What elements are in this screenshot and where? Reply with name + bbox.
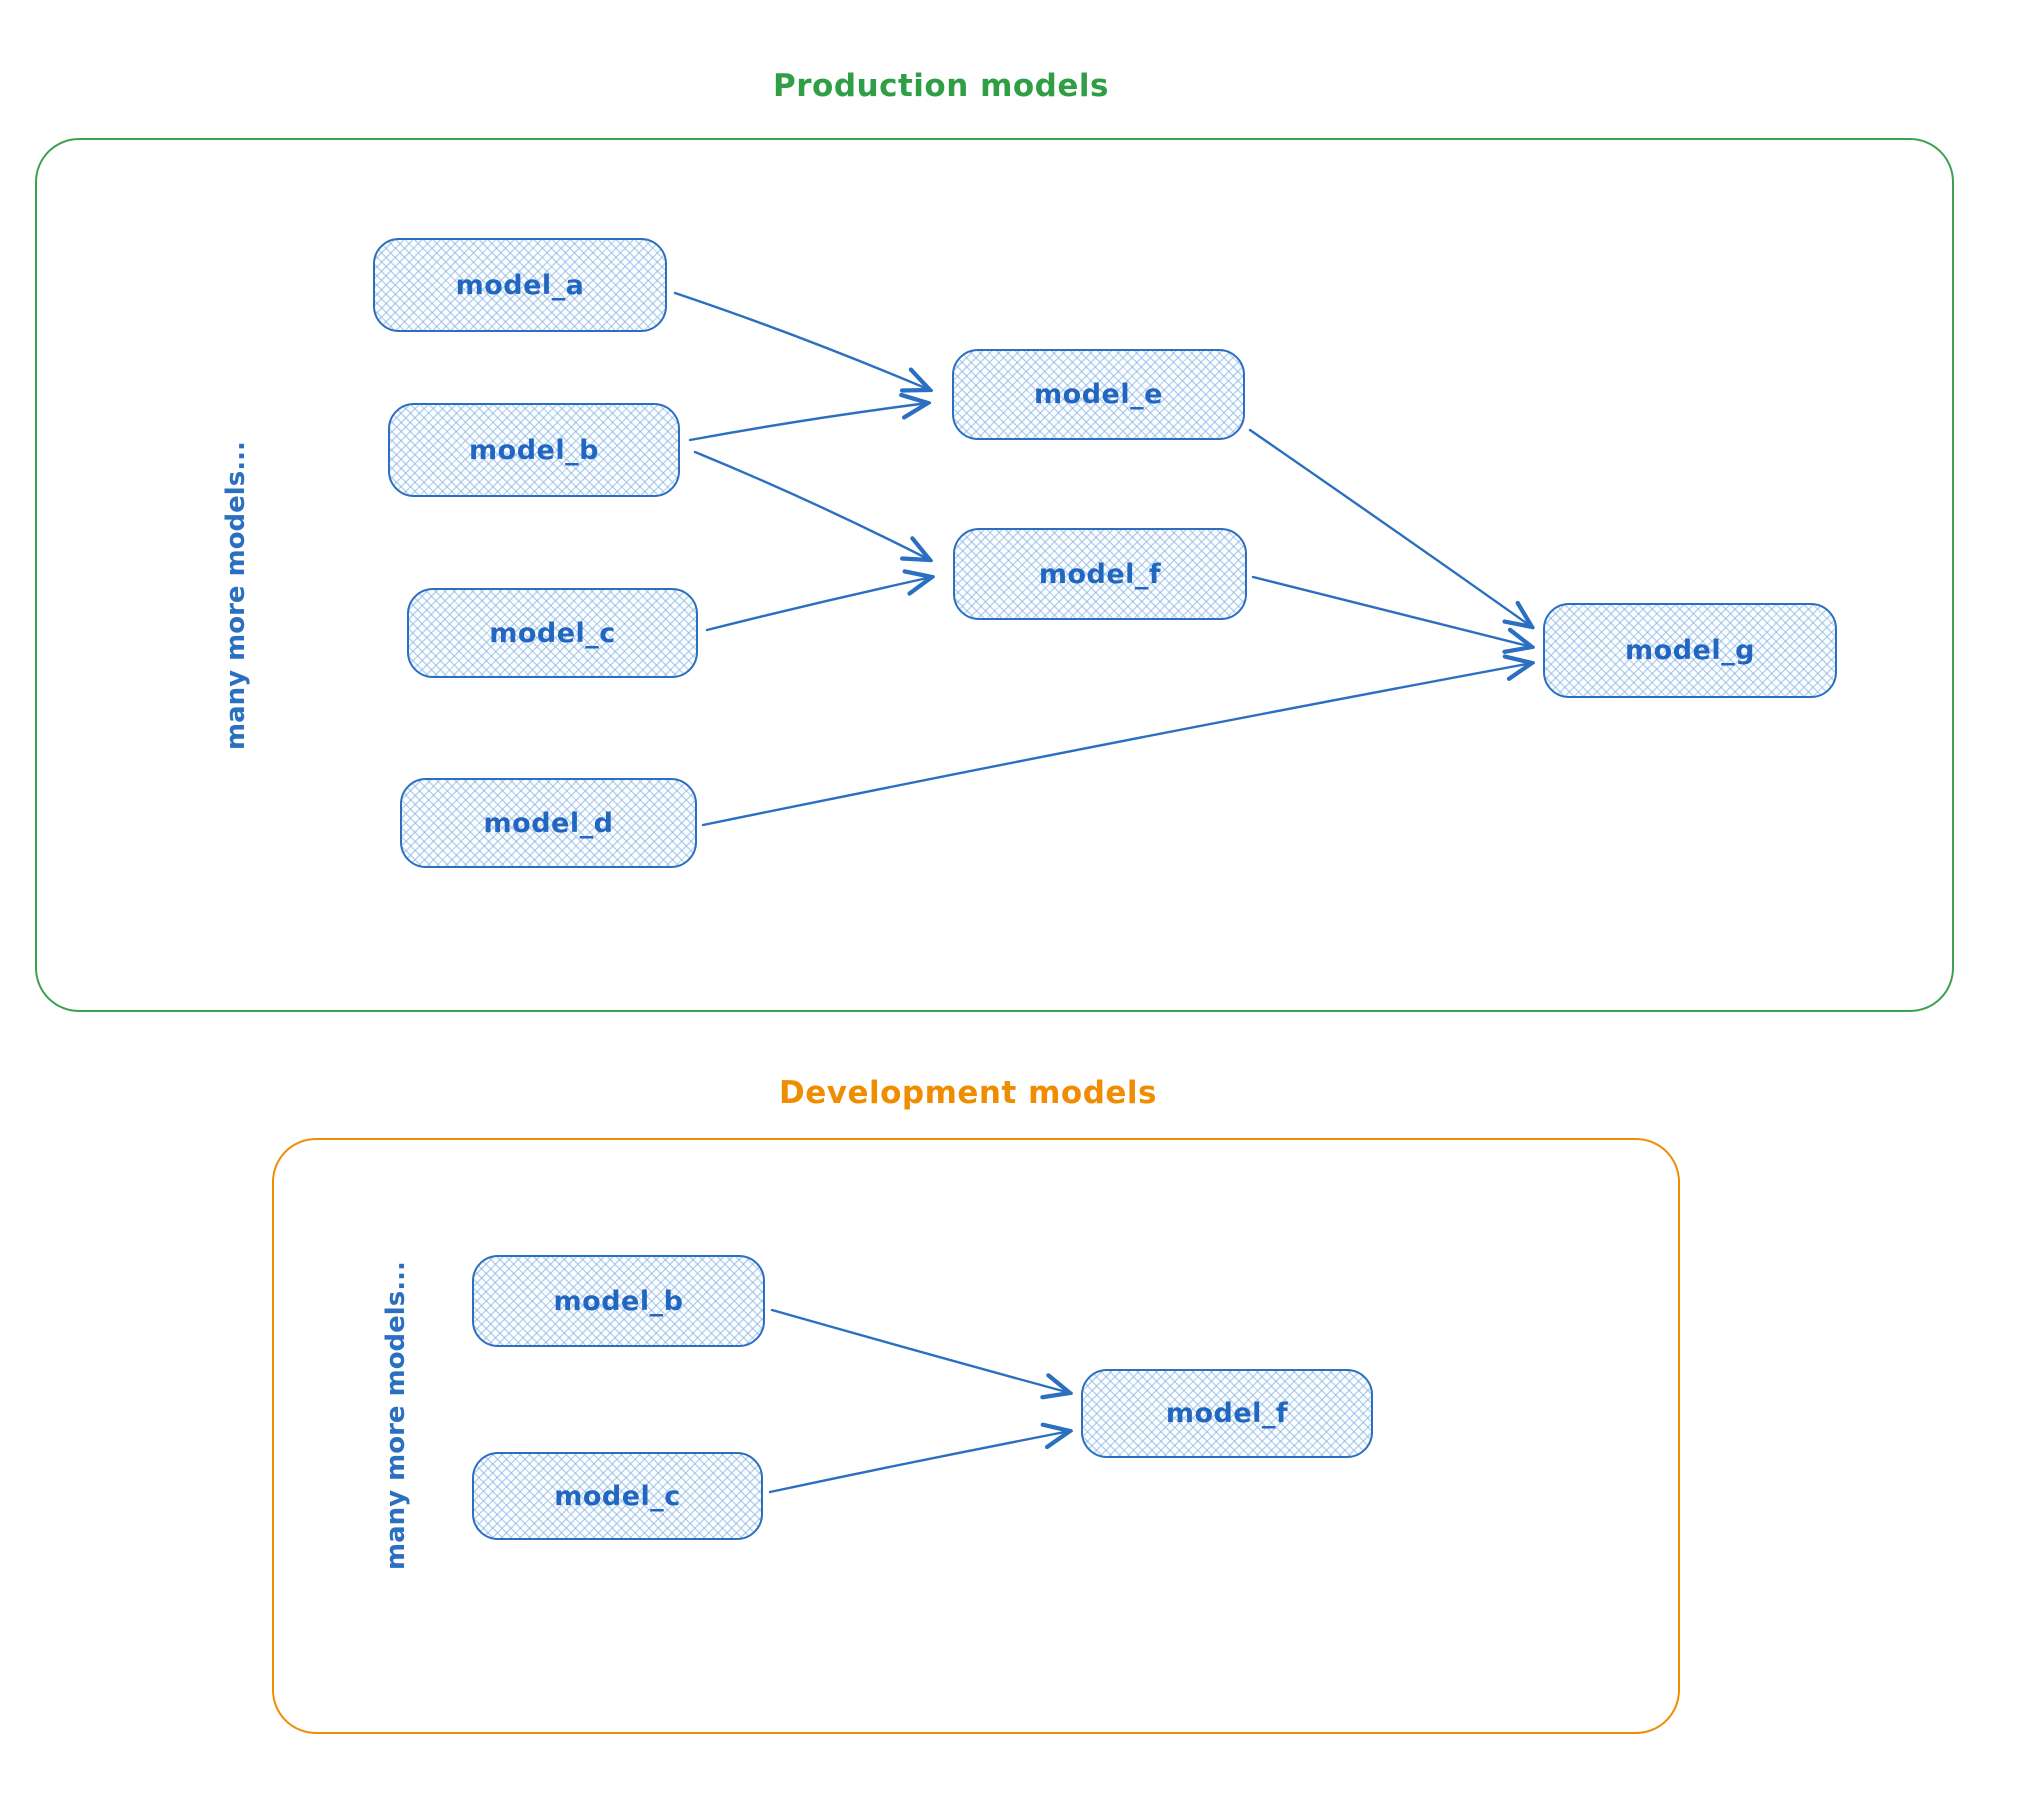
development-side-label: many more models... [381, 1261, 411, 1570]
node-label-model_c: model_c [489, 617, 616, 649]
node-label-dev-model_f: model_f [1165, 1398, 1289, 1429]
node-production-model_d: model_d [400, 778, 697, 868]
production-section-title: Production models [773, 68, 1109, 104]
node-production-model_g: model_g [1543, 603, 1837, 698]
node-label-model_e: model_e [1034, 379, 1163, 410]
node-label-dev-model_b: model_b [553, 1285, 684, 1317]
node-label-model_g: model_g [1625, 635, 1755, 666]
node-development-model_b: model_b [472, 1255, 765, 1347]
node-label-model_d: model_d [483, 807, 614, 839]
node-label-model_f: model_f [1038, 558, 1162, 590]
node-label-dev-model_c: model_c [554, 1480, 681, 1512]
node-development-model_f: model_f [1081, 1369, 1373, 1458]
node-production-model_c: model_c [407, 588, 698, 678]
production-side-label: many more models... [221, 441, 251, 750]
node-development-model_c: model_c [472, 1452, 763, 1540]
node-label-model_a: model_a [455, 269, 585, 301]
node-production-model_a: model_a [373, 238, 667, 332]
development-section-title: Development models [778, 1075, 1157, 1111]
node-production-model_b: model_b [388, 403, 680, 497]
node-label-model_b: model_b [469, 434, 599, 466]
node-production-model_f: model_f [953, 528, 1247, 620]
production-frame [35, 138, 1954, 1012]
development-frame [272, 1138, 1680, 1734]
node-production-model_e: model_e [952, 349, 1245, 440]
